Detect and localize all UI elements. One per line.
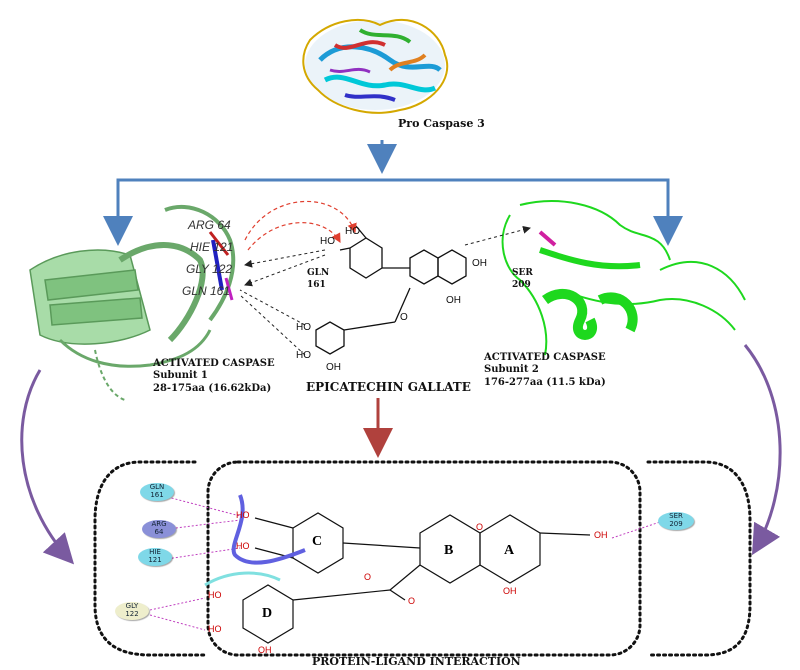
- pill-ser-num: 209: [669, 520, 683, 528]
- pill-ser-name: SER: [669, 512, 683, 520]
- subunit2-name: Subunit 2: [484, 364, 539, 375]
- pill-gly-num: 122: [125, 610, 139, 618]
- subunit2-title: ACTIVATED CASPASE: [484, 352, 606, 363]
- atom-o-carbonyl: O: [408, 596, 416, 606]
- ligand-structure: [315, 225, 467, 355]
- ligand-ser-label: SER: [512, 268, 533, 278]
- pill-gln-num: 161: [150, 491, 164, 499]
- atom-o-ring: O: [476, 522, 484, 532]
- ligand-gln-label: GLN: [307, 268, 330, 278]
- interaction-lines: [239, 225, 531, 356]
- pro-caspase-label: Pro Caspase 3: [398, 117, 485, 130]
- subunit2-range: 176-277aa (11.5 kDa): [484, 377, 606, 388]
- ligand-o-1: O: [400, 312, 408, 323]
- pill-gly-name: GLY: [125, 602, 139, 610]
- hie-121-stick: [211, 239, 224, 291]
- ligand-2d: [242, 512, 591, 644]
- pro-caspase-3-structure: [302, 18, 449, 114]
- pi-contact-curve: [231, 494, 306, 565]
- pill-hie-name: HIE: [149, 548, 161, 556]
- ligand-gln-num: 161: [307, 280, 326, 290]
- atom-o-ester: O: [364, 572, 372, 582]
- ring-label-d: D: [262, 606, 273, 621]
- residue-label-arg64: ARG 64: [188, 218, 231, 232]
- ser-209-stick: [538, 230, 557, 247]
- ring-label-c: C: [312, 534, 323, 549]
- residue-label-hie121: HIE 121: [190, 240, 234, 254]
- ligand-box: [206, 460, 642, 657]
- subunit1-title: ACTIVATED CASPASE: [153, 358, 275, 369]
- pill-hie-num: 121: [148, 556, 162, 564]
- atom-oh-a2: OH: [503, 586, 517, 596]
- ligand-oh-3: OH: [326, 362, 341, 373]
- ring-label-b: B: [444, 543, 454, 558]
- pill-arg-name: ARG: [151, 520, 167, 528]
- gly-122-stick: [224, 277, 234, 301]
- ligand-ho-1: HO: [320, 236, 335, 247]
- ligand-oh-1: OH: [472, 258, 487, 269]
- pill-gln-name: GLN: [149, 483, 165, 491]
- atom-ho-d2: HO: [208, 624, 222, 634]
- subunit-2-structure: [501, 200, 746, 356]
- arg-64-stick: [208, 231, 230, 256]
- pill-arg-num: 64: [154, 528, 164, 536]
- residue-label-gly122: GLY 122: [186, 262, 233, 276]
- ligand-name: EPICATECHIN GALLATE: [306, 380, 471, 394]
- interaction-title: PROTEIN-LIGAND INTERACTION: [312, 655, 521, 668]
- subunit1-name: Subunit 1: [153, 370, 208, 381]
- ligand-oh-2: OH: [446, 295, 461, 306]
- atom-ho-c2: HO: [236, 541, 250, 551]
- atom-ho-d1: HO: [208, 590, 222, 600]
- right-residue-box: [646, 460, 752, 657]
- ring-label-a: A: [504, 543, 515, 558]
- ligand-ho-3: HO: [296, 322, 311, 333]
- left-residue-box: [93, 460, 207, 657]
- atom-ho-c1: HO: [236, 510, 250, 520]
- subunit-1-structure: [29, 204, 236, 401]
- ligand-ho-4: HO: [296, 350, 311, 361]
- residue-label-gln161: GLN 161: [182, 284, 231, 298]
- atom-oh-d3: OH: [258, 645, 272, 655]
- ligand-ser-num: 209: [512, 280, 531, 290]
- ligand-ho-2: HO: [345, 226, 360, 237]
- atom-oh-a1: OH: [594, 530, 608, 540]
- subunit1-range: 28-175aa (16.62kDa): [153, 383, 272, 394]
